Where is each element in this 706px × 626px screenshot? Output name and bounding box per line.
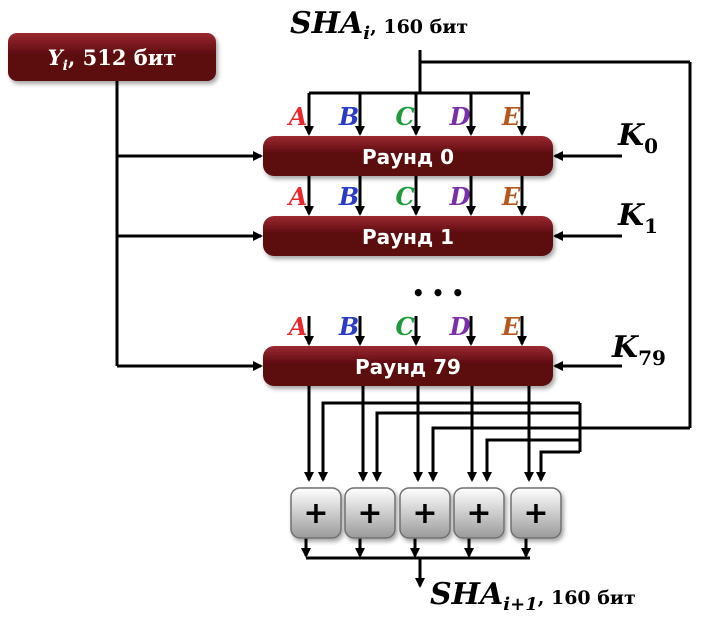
plus-icon: + — [466, 496, 491, 531]
input-block: Yi, 512 бит — [8, 33, 216, 81]
letter-e: E — [501, 312, 521, 341]
feedforward-0-wire — [318, 401, 580, 482]
input-block-label: Yi, 512 бит — [48, 45, 177, 74]
letter-b: B — [338, 182, 359, 211]
key-label: K79 — [611, 330, 666, 370]
letter-d: D — [449, 312, 471, 341]
adder-2: + — [399, 487, 451, 539]
letter-c: C — [395, 182, 414, 211]
letter-b: B — [338, 312, 359, 341]
round-1: Раунд 1 A B C D E K1 — [263, 182, 658, 256]
round-2: Раунд 79 A B C D E K79 — [263, 312, 666, 386]
letter-e: E — [501, 182, 521, 211]
round-box — [263, 216, 553, 256]
key-label: K1 — [617, 198, 658, 238]
letter-a: A — [287, 102, 308, 131]
plus-icon: + — [357, 496, 382, 531]
round-label: Раунд 0 — [362, 145, 454, 169]
adder-box — [510, 487, 562, 539]
letter-c: C — [395, 312, 414, 341]
round-label: Раунд 1 — [362, 225, 454, 249]
plus-icon: + — [303, 496, 328, 531]
adder-box — [453, 487, 505, 539]
feedforward-1-wire — [372, 411, 580, 482]
letter-d: D — [449, 182, 471, 211]
sha-input-label: SHAi, 160 бит — [290, 6, 468, 44]
adder-4: + — [510, 487, 562, 539]
feedforward-4-wire — [536, 450, 580, 482]
adder-box — [344, 487, 396, 539]
plus-icon: + — [523, 496, 548, 531]
round-0: Раунд 0 A B C D E K0 — [263, 102, 658, 176]
letter-e: E — [501, 102, 521, 131]
input-block-box — [8, 33, 216, 81]
connection-lines — [115, 50, 692, 588]
round-label: Раунд 79 — [355, 355, 461, 379]
sha-output-label: SHAi+1, 160 бит — [430, 577, 636, 615]
plus-icon: + — [412, 496, 437, 531]
letter-b: B — [338, 102, 359, 131]
key-label: K0 — [617, 118, 658, 158]
letter-a: A — [287, 312, 308, 341]
adder-3: + — [453, 487, 505, 539]
ellipsis: • • • — [412, 281, 464, 305]
letter-d: D — [449, 102, 471, 131]
letter-c: C — [395, 102, 414, 131]
adder-box — [399, 487, 451, 539]
letter-a: A — [287, 182, 308, 211]
adder-0: + — [290, 487, 342, 539]
feedforward-3-wire — [482, 438, 580, 482]
adder-box — [290, 487, 342, 539]
round-box — [263, 346, 553, 386]
adder-1: + — [344, 487, 396, 539]
feedforward-2-wire — [428, 426, 580, 482]
round-box — [263, 136, 553, 176]
adders: + + + + + — [290, 487, 562, 539]
